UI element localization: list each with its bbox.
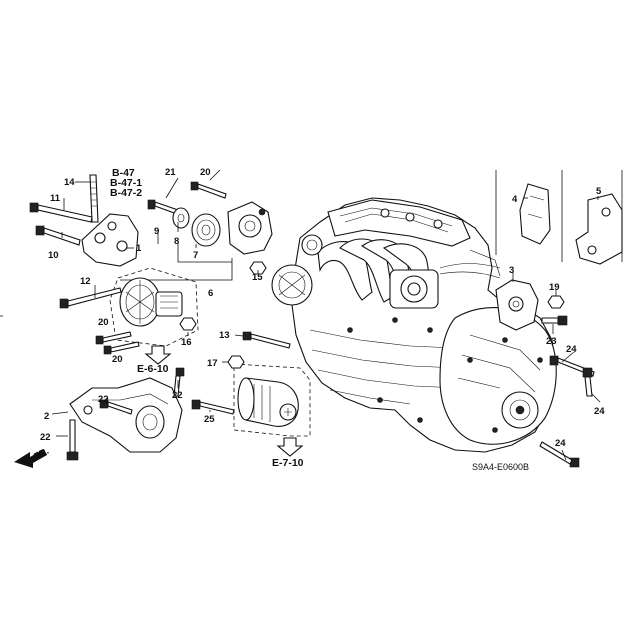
callout-13: 13	[219, 330, 230, 341]
ref-e-6-10[interactable]: E-6-10	[137, 363, 169, 375]
callout-4: 4	[512, 194, 518, 205]
bolt-part-11	[29, 202, 93, 223]
bolt-part-13	[242, 331, 291, 349]
callout-15: 15	[252, 272, 263, 283]
callout-22-bottom: 22	[40, 432, 51, 443]
nut-part-16	[179, 317, 197, 331]
starter-motor	[233, 363, 311, 437]
callout-6: 6	[208, 288, 213, 299]
callout-24-mid: 24	[594, 406, 605, 417]
callout-2: 2	[44, 411, 49, 422]
callout-25: 25	[204, 414, 215, 425]
engine-assembly	[271, 197, 557, 453]
callout-24-upper: 24	[566, 344, 577, 355]
front-label: FR.	[32, 446, 51, 463]
callout-23: 23	[546, 336, 557, 347]
callout-14: 14	[64, 177, 75, 188]
bracket-part-5	[575, 193, 623, 265]
bolt-part-22-top	[99, 399, 133, 415]
callout-7: 7	[193, 250, 198, 261]
bolt-part-20-top	[190, 181, 227, 199]
bolt-part-21	[147, 199, 179, 215]
callout-20-top: 20	[200, 167, 211, 178]
leader-lines	[51, 169, 601, 461]
bolt-part-20-left	[95, 331, 132, 345]
front-direction-marker: FR.	[14, 446, 51, 468]
callout-22-top: 22	[98, 394, 109, 405]
arrow-to-e-6-10	[144, 345, 172, 365]
callout-21: 21	[165, 167, 176, 178]
bracket-part-4	[519, 183, 551, 245]
bolt-part-24-mid	[582, 367, 593, 397]
bolt-part-22-bottom	[66, 419, 79, 461]
ref-e-7-10[interactable]: E-7-10	[272, 457, 304, 469]
diagram-code: S9A4-E0600B	[472, 462, 529, 472]
bolt-part-10	[35, 225, 81, 246]
alternator	[109, 267, 199, 347]
bolt-part-23	[541, 315, 568, 326]
callout-20-lower: 20	[112, 354, 123, 365]
bolt-part-25	[191, 399, 235, 415]
callout-16: 16	[181, 337, 192, 348]
nut-part-15	[249, 261, 267, 275]
callout-17: 17	[207, 358, 218, 369]
idler-pulley-part-7	[191, 213, 221, 247]
callout-10: 10	[48, 250, 59, 261]
bolt-part-20-lower	[103, 341, 140, 355]
bolt-part-12	[59, 287, 122, 309]
callout-22-right: 22	[172, 390, 183, 401]
mount-part-3	[495, 279, 539, 331]
tensioner-part-6	[227, 201, 273, 255]
callout-24-lower: 24	[555, 438, 566, 449]
callout-9: 9	[154, 226, 159, 237]
arrow-to-e-7-10	[276, 437, 304, 457]
callout-11: 11	[50, 193, 61, 204]
nut-part-17	[227, 355, 245, 369]
bolt-part-22-mid	[173, 367, 185, 397]
stud-part-14	[89, 174, 99, 223]
ref-b-47-2[interactable]: B-47-2	[110, 187, 142, 199]
upper-bracket-part-1	[81, 213, 139, 267]
callout-labels: 1 2 3 4 5 6 7 8 9 10 11 12 13 14 15 16 1…	[40, 167, 605, 449]
nut-part-19	[547, 295, 565, 309]
callout-12: 12	[80, 276, 91, 287]
callout-19: 19	[549, 282, 560, 293]
callout-8: 8	[174, 236, 179, 247]
bolt-part-24-lower	[539, 441, 580, 468]
pulley-part-8	[172, 207, 190, 229]
callout-20-left: 20	[98, 317, 109, 328]
lower-bracket-part-2	[69, 377, 183, 453]
ref-b-47-1[interactable]: B-47-1	[110, 177, 142, 189]
callout-1: 1	[136, 243, 142, 254]
callout-3: 3	[509, 265, 514, 276]
callout-5: 5	[596, 186, 602, 197]
section-references: B-47 B-47-1 B-47-2 E-6-10 E-7-10	[110, 167, 304, 469]
ref-b-47[interactable]: B-47	[112, 167, 135, 179]
